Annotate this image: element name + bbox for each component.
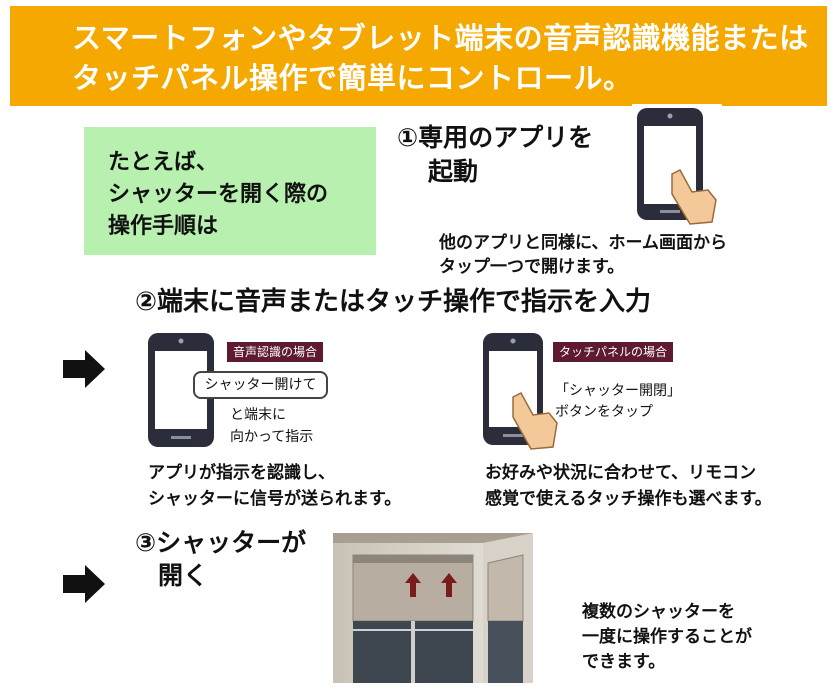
- up-arrow-icon: [405, 573, 421, 597]
- header-line-2: タッチパネル操作で簡単にコントロール。: [72, 61, 633, 95]
- side-window-glass: [488, 621, 523, 683]
- phone-home-bar: [660, 210, 680, 213]
- window-rail: [353, 629, 473, 631]
- up-arrow-icon: [441, 573, 457, 597]
- step3-title-line-1: ③シャッターが: [135, 528, 307, 557]
- side-shutter-panel: [487, 554, 524, 622]
- shutter-box: [353, 555, 473, 563]
- phone-home-bar: [171, 436, 191, 439]
- touch-desc-line-2: 感覚で使えるタッチ操作も選べます。: [485, 489, 772, 509]
- step3-desc-line-2: 一度に操作することが: [582, 627, 752, 647]
- voice-note-line-2: 向かって指示: [230, 429, 314, 445]
- touch-tag: タッチパネルの場合: [553, 342, 674, 362]
- step1-desc-line-2: タップ一つで開けます。: [439, 257, 625, 277]
- intro-line-3: 操作手順は: [108, 214, 219, 239]
- window-frame: [411, 621, 415, 683]
- step2-arrow-icon: [63, 350, 105, 388]
- up-arrows: [405, 573, 457, 597]
- step3-arrow-icon: [63, 565, 105, 603]
- hand-icon: [512, 392, 558, 450]
- shutter-photo: [333, 533, 533, 683]
- phone-home-bar: [503, 434, 523, 437]
- voice-bubble: シャッター開けて: [193, 371, 328, 399]
- phone-camera: [510, 338, 516, 344]
- touch-desc-line-1: お好みや状況に合わせて、リモコン: [485, 463, 757, 483]
- step1-phone-illustration: [632, 104, 722, 225]
- step1-desc-line-1: 他のアプリと同様に、ホーム画面から: [439, 233, 727, 253]
- voice-desc-line-2: シャッターに信号が送られます。: [148, 489, 402, 509]
- step2-title: ②端末に音声またはタッチ操作で指示を入力: [135, 287, 652, 317]
- phone-camera: [178, 338, 184, 344]
- intro-line-2: シャッターを開く際の: [108, 182, 329, 207]
- phone-camera: [667, 113, 673, 119]
- step3-title-line-2: 開く: [158, 561, 209, 590]
- header-banner: スマートフォンやタブレット端末の音声認識機能または タッチパネル操作で簡単にコン…: [10, 6, 827, 106]
- intro-line-1: たとえば、: [108, 150, 219, 175]
- touch-note-line-2: ボタンをタップ: [555, 404, 653, 420]
- step3-desc-line-1: 複数のシャッターを: [582, 602, 735, 622]
- touch-phone-illustration: [483, 333, 558, 450]
- step3-desc-line-3: できます。: [582, 652, 666, 672]
- phone-top-edge: [632, 104, 722, 108]
- header-line-1: スマートフォンやタブレット端末の音声認識機能または: [72, 21, 809, 55]
- voice-note-line-1: と端末に: [230, 407, 286, 423]
- voice-desc-line-1: アプリが指示を認識し、: [148, 463, 335, 483]
- step1-title-line-1: ①専用のアプリを: [397, 123, 594, 152]
- voice-tag: 音声認識の場合: [227, 342, 324, 362]
- touch-note-line-1: 「シャッター開閉」: [555, 383, 681, 399]
- hand-icon: [671, 169, 717, 225]
- step1-title-line-2: 起動: [428, 157, 479, 186]
- intro-box: たとえば、 シャッターを開く際の 操作手順は: [84, 127, 376, 255]
- ceiling-trim: [333, 533, 533, 543]
